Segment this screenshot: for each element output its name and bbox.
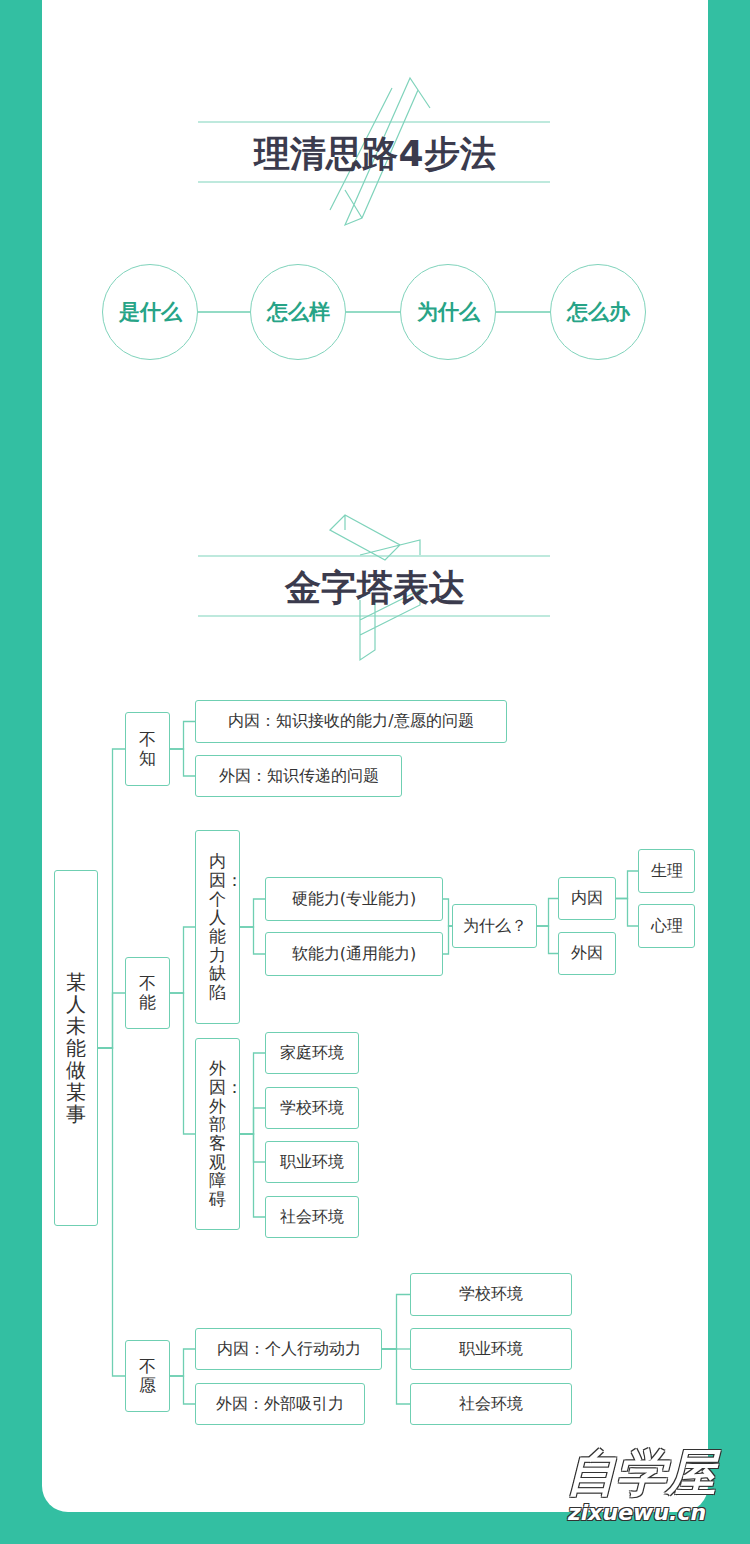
- text: 社会环境: [459, 1394, 523, 1415]
- text: 硬能力(专业能力): [292, 889, 416, 910]
- text: 家庭环境: [280, 1043, 344, 1064]
- heading: 理清思路4步法: [0, 130, 750, 179]
- text: 怎么样: [267, 298, 330, 326]
- process-box: 外因：外部吸引力: [195, 1383, 365, 1425]
- process-box: 外因：知识传递的问题: [195, 755, 402, 797]
- text: 学校环境: [459, 1284, 523, 1305]
- text: 学校环境: [280, 1098, 344, 1119]
- connector: [240, 1134, 265, 1162]
- process-box: 为什么？: [452, 904, 537, 948]
- watermark: zixuewu.cn: [568, 1500, 706, 1525]
- connector: [346, 311, 400, 312]
- connector: [616, 899, 638, 927]
- text: 理清思路4步法: [254, 133, 495, 174]
- text: 内因: [571, 888, 603, 909]
- vertical-box: 不知: [125, 712, 170, 786]
- process-box: 内因：个人行动动力: [195, 1328, 382, 1370]
- text: zixuewu.cn: [568, 1500, 706, 1525]
- connector: [496, 311, 550, 312]
- vertical-box: 不能: [125, 957, 170, 1029]
- process-box: 外因: [558, 932, 616, 975]
- vertical-box: 外因：外部客观障碍: [195, 1038, 240, 1230]
- text: 外因: [571, 943, 603, 964]
- connector: [198, 311, 250, 312]
- step-circle: 怎么办: [550, 264, 646, 360]
- text: 不愿: [139, 1357, 156, 1394]
- text: 不知: [139, 730, 156, 767]
- connector: [537, 926, 558, 954]
- text: 自学屋: [566, 1444, 716, 1502]
- heading: 金字塔表达: [0, 564, 750, 613]
- text: 外因：外部吸引力: [216, 1394, 344, 1415]
- text: 社会环境: [280, 1207, 344, 1228]
- connector: [240, 899, 265, 927]
- text: 某人未能做某事: [66, 971, 86, 1125]
- connector: [382, 1295, 410, 1350]
- process-box: 家庭环境: [265, 1032, 359, 1074]
- text: 心理: [651, 916, 683, 937]
- process-box: 心理: [638, 904, 695, 948]
- process-box: 生理: [638, 849, 695, 893]
- process-box: 内因：知识接收的能力/意愿的问题: [195, 700, 507, 743]
- text: 金字塔表达: [285, 567, 465, 608]
- text: 内因：知识接收的能力/意愿的问题: [228, 711, 473, 732]
- vertical-box: 某人未能做某事: [54, 870, 98, 1226]
- connector: [443, 926, 452, 954]
- process-box: 社会环境: [265, 1196, 359, 1238]
- connector: [98, 993, 125, 1048]
- text: 内因：个人能力缺陷: [209, 852, 226, 1002]
- connector: [170, 993, 195, 1134]
- connector: [170, 1349, 195, 1376]
- connector: [382, 1349, 410, 1404]
- connector: [170, 1376, 195, 1404]
- connector: [98, 1048, 125, 1376]
- process-box: 学校环境: [265, 1087, 359, 1129]
- connector: [170, 722, 195, 750]
- text: 外因：外部客观障碍: [209, 1059, 226, 1209]
- connector: [443, 899, 452, 926]
- text: 职业环境: [459, 1339, 523, 1360]
- connector: [240, 927, 265, 954]
- text: 是什么: [119, 298, 182, 326]
- text: 为什么: [417, 298, 480, 326]
- text: 外因：知识传递的问题: [219, 766, 379, 787]
- text: 生理: [651, 861, 683, 882]
- process-box: 软能力(通用能力): [265, 932, 443, 976]
- process-box: 职业环境: [265, 1141, 359, 1183]
- text: 内因：个人行动动力: [217, 1339, 361, 1360]
- text: 职业环境: [280, 1152, 344, 1173]
- connector: [170, 927, 195, 993]
- process-box: 职业环境: [410, 1328, 572, 1370]
- text: 为什么？: [463, 916, 527, 937]
- vertical-box: 内因：个人能力缺陷: [195, 830, 240, 1024]
- step-circle: 是什么: [102, 264, 198, 360]
- connector: [170, 749, 195, 776]
- connector: [616, 871, 638, 899]
- process-box: 社会环境: [410, 1383, 572, 1425]
- process-box: 硬能力(专业能力): [265, 877, 443, 921]
- vertical-box: 不愿: [125, 1340, 170, 1412]
- connector: [240, 1134, 265, 1217]
- step-circle: 为什么: [400, 264, 496, 360]
- step-circle: 怎么样: [250, 264, 346, 360]
- text: 软能力(通用能力): [292, 944, 416, 965]
- connector: [240, 1053, 265, 1134]
- watermark: 自学屋: [566, 1440, 716, 1507]
- connector: [382, 1348, 410, 1349]
- text: 怎么办: [567, 298, 630, 326]
- text: 不能: [139, 974, 156, 1011]
- connector: [240, 1108, 265, 1134]
- connector: [537, 899, 558, 927]
- process-box: 内因: [558, 877, 616, 920]
- process-box: 学校环境: [410, 1273, 572, 1316]
- connector: [98, 749, 125, 1048]
